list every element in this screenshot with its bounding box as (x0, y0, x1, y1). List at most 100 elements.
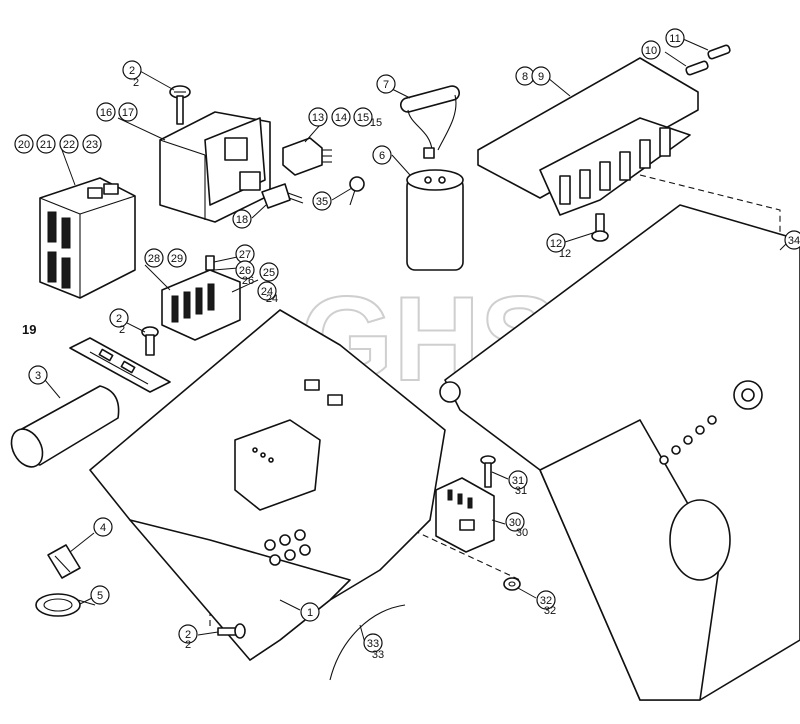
callout-30: 30 (505, 512, 525, 532)
screw-part-2-top (169, 85, 191, 125)
svg-text:29: 29 (171, 253, 183, 265)
svg-text:2: 2 (185, 629, 191, 641)
svg-text:31: 31 (515, 485, 527, 497)
callout-12: 12 (546, 233, 566, 253)
callout-24: 24 (257, 281, 277, 301)
screw-part-2-mid (141, 326, 159, 356)
callout-28: 28 (144, 248, 164, 268)
callout-21: 21 (36, 134, 56, 154)
housing-part-1 (89, 309, 446, 661)
svg-text:26: 26 (239, 265, 251, 277)
callout-33: 33 (363, 633, 383, 653)
capacitor-part-6 (406, 169, 464, 271)
callout-14: 14 (331, 107, 351, 127)
svg-text:30: 30 (516, 527, 528, 539)
screw-part-12 (591, 213, 609, 242)
callout-2-mid: 2 (109, 308, 129, 328)
terminal-block-part-13 (282, 137, 332, 176)
callout-20: 20 (14, 134, 34, 154)
svg-text:24: 24 (261, 286, 273, 298)
svg-text:32: 32 (540, 595, 552, 607)
connector-part-18 (261, 183, 304, 209)
svg-text:9: 9 (538, 71, 544, 83)
svg-text:35: 35 (316, 196, 328, 208)
svg-text:2: 2 (133, 77, 139, 89)
din-rail-part-19 (69, 337, 171, 393)
svg-text:27: 27 (239, 249, 251, 261)
screw-part-2-bottom (217, 623, 246, 639)
svg-text:23: 23 (86, 139, 98, 151)
duplicate-number-26: 26 (242, 275, 254, 287)
callout-25: 25 (259, 262, 279, 282)
callout-4: 4 (93, 517, 113, 537)
svg-text:31: 31 (512, 475, 524, 487)
callout-8: 8 (515, 66, 535, 86)
callout-3: 3 (28, 365, 48, 385)
svg-text:5: 5 (97, 590, 103, 602)
svg-text:32: 32 (544, 605, 556, 617)
callout-11: 11 (665, 28, 685, 48)
callout-9: 9 (531, 66, 551, 86)
callout-32: 32 (536, 590, 556, 610)
contactor-part-20-23 (39, 177, 136, 299)
leader-lines (44, 38, 789, 644)
svg-text:30: 30 (509, 517, 521, 529)
svg-text:4: 4 (100, 522, 106, 534)
svg-text:12: 12 (559, 248, 571, 260)
callout-17: 17 (118, 102, 138, 122)
callout-7: 7 (376, 74, 396, 94)
svg-text:28: 28 (148, 253, 160, 265)
callout-15: 15 (353, 107, 373, 127)
callout-2-top: 2 (122, 60, 142, 80)
svg-text:20: 20 (18, 139, 30, 151)
svg-text:16: 16 (100, 107, 112, 119)
capacitor-part-3 (10, 385, 120, 468)
svg-text:24: 24 (266, 293, 278, 305)
relay-part-30 (435, 477, 495, 553)
callout-13: 13 (308, 107, 328, 127)
duplicate-number-30: 30 (516, 527, 528, 539)
svg-text:15: 15 (370, 117, 382, 129)
svg-text:12: 12 (550, 238, 562, 250)
svg-text:22: 22 (63, 139, 75, 151)
grommet-part-32 (503, 577, 521, 591)
svg-text:33: 33 (372, 649, 384, 661)
callout-6: 6 (372, 145, 392, 165)
duplicate-number-31: 31 (515, 485, 527, 497)
svg-text:11: 11 (669, 33, 680, 45)
fuse-part-11 (707, 44, 731, 60)
svg-text:2: 2 (129, 65, 135, 77)
circuit-board-part-8-9 (477, 57, 699, 216)
duplicate-number-15: 15 (370, 117, 382, 129)
transformer-part-16-17 (159, 111, 271, 223)
svg-text:17: 17 (122, 107, 134, 119)
duplicate-number-24: 24 (266, 293, 278, 305)
callout-29: 29 (167, 248, 187, 268)
duplicate-number-33: 33 (372, 649, 384, 661)
callout-5: 5 (90, 585, 110, 605)
svg-text:14: 14 (335, 112, 347, 124)
duplicate-number-12: 12 (559, 248, 571, 260)
label-19: 19 (22, 322, 36, 337)
svg-text:6: 6 (379, 150, 385, 162)
svg-text:18: 18 (236, 214, 248, 226)
svg-text:13: 13 (312, 112, 324, 124)
screw-part-31 (480, 455, 496, 488)
capacitor-part-7 (399, 85, 461, 159)
duplicate-number-32: 32 (544, 605, 556, 617)
svg-text:2: 2 (116, 313, 122, 325)
duplicate-number-2-top: 2 (133, 77, 139, 89)
callout-2-bottom: 2 (178, 624, 198, 644)
callout-16: 16 (96, 102, 116, 122)
svg-text:8: 8 (522, 71, 528, 83)
wire-part-33 (329, 604, 406, 681)
duplicate-number-2-mid: 2 (119, 324, 125, 336)
svg-text:25: 25 (263, 267, 275, 279)
cable-tie-part-5 (35, 593, 96, 617)
callout-31: 31 (508, 470, 528, 490)
svg-text:3: 3 (35, 370, 41, 382)
duplicate-number-2-bottom: 2 (185, 639, 191, 651)
terminal-strip-part-24 (161, 255, 241, 341)
svg-text:10: 10 (645, 45, 657, 57)
